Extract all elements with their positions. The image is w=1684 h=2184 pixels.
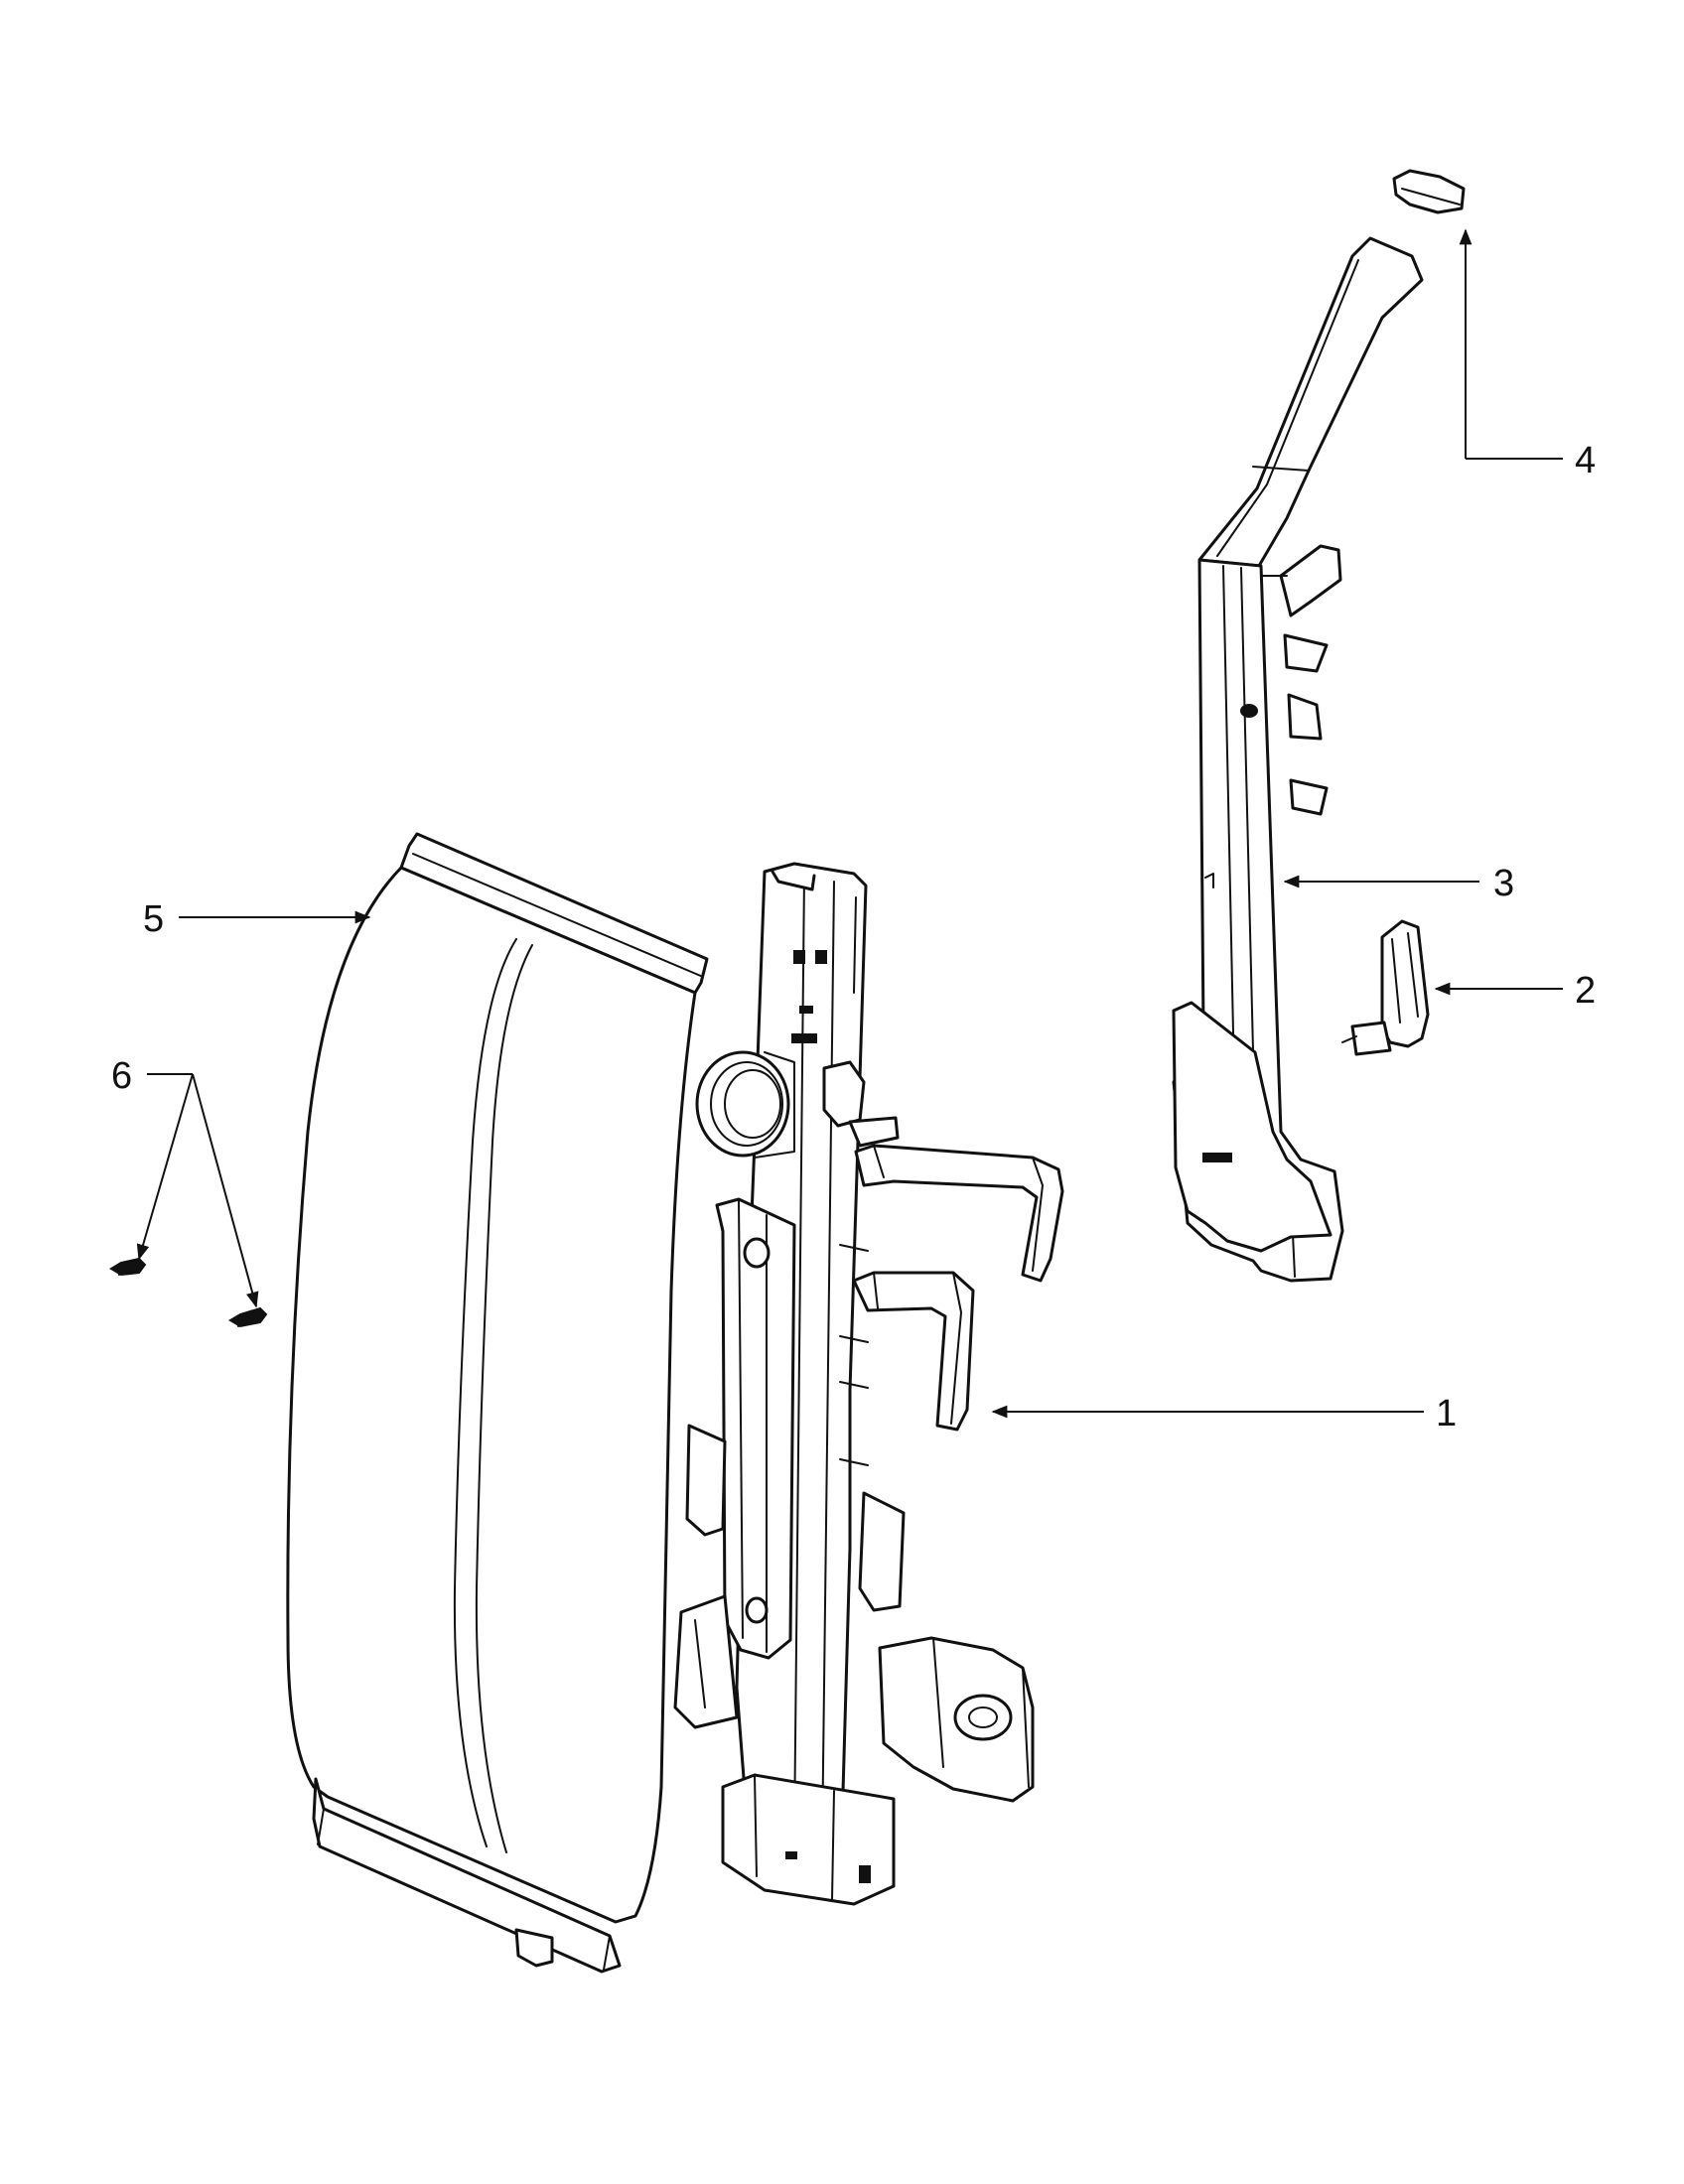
part-4-end-cap bbox=[1392, 169, 1466, 214]
cord-hook-lower bbox=[852, 1271, 975, 1432]
part-6-screws bbox=[109, 1257, 268, 1328]
callout-labels: 4 3 2 1 5 6 bbox=[111, 440, 1596, 1434]
left-rail bbox=[715, 1197, 796, 1660]
leader-6b bbox=[192, 1073, 259, 1308]
callout-4: 4 bbox=[1575, 440, 1596, 481]
part-5-bag-cover bbox=[286, 832, 709, 1974]
bottom-block bbox=[721, 1773, 896, 1906]
part-1-handle-frame bbox=[673, 862, 1064, 1906]
callout-5: 5 bbox=[143, 898, 164, 940]
callout-3: 3 bbox=[1493, 863, 1514, 904]
hose-connector-ring bbox=[695, 1050, 795, 1159]
leader-lines bbox=[136, 228, 1563, 1419]
callout-6: 6 bbox=[111, 1055, 132, 1097]
base-bracket bbox=[878, 1636, 1035, 1803]
callout-2: 2 bbox=[1575, 970, 1596, 1012]
cord-hook-upper bbox=[854, 1144, 1064, 1283]
part-2-clip bbox=[1341, 919, 1430, 1056]
part-3-upper-handle bbox=[1172, 236, 1424, 1283]
callout-1: 1 bbox=[1436, 1393, 1457, 1434]
leader-6a bbox=[136, 1073, 194, 1261]
